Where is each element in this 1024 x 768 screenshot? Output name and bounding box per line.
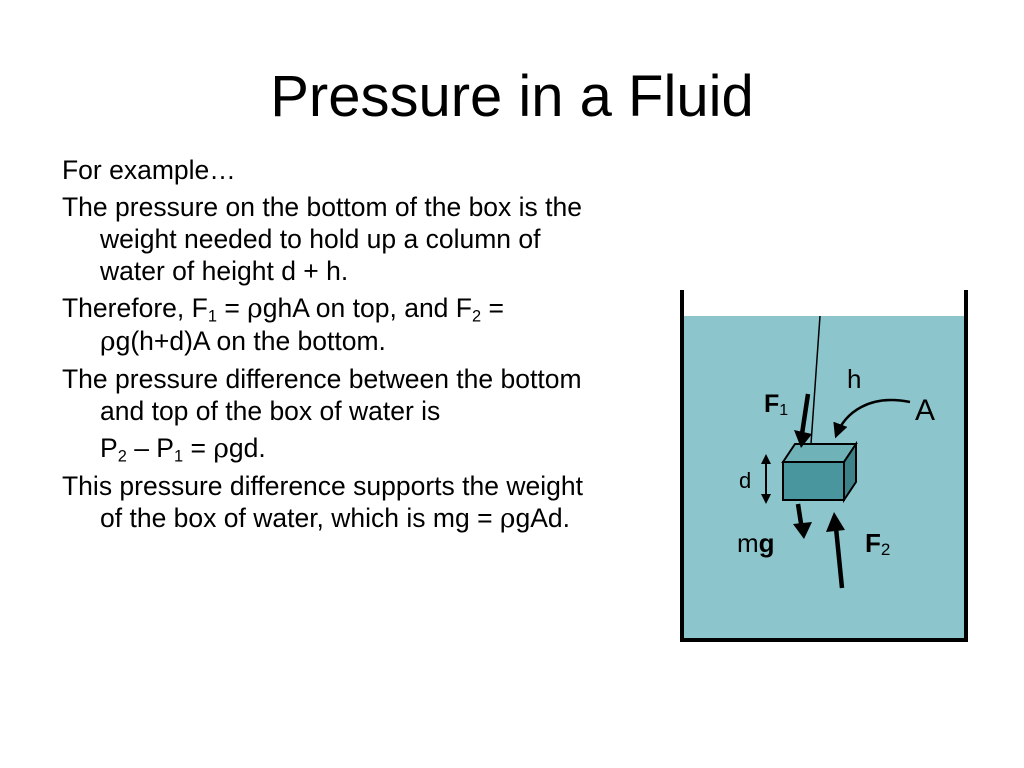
- f1-arrow: [799, 393, 811, 435]
- label-mg: mg: [737, 528, 775, 559]
- d-arrowhead-top: [761, 454, 771, 464]
- subscript-2: 2: [471, 307, 482, 326]
- diagram-svg: [680, 290, 968, 642]
- forces-lead: Therefore, F: [62, 293, 208, 323]
- fluid-box-diagram: h A d F1 mg F2: [660, 282, 990, 652]
- rho-symbol: ρ: [499, 503, 516, 534]
- paragraph-weight: This pressure difference supports the we…: [62, 470, 602, 535]
- forces-top-text: ghA on top, and F: [262, 293, 472, 323]
- forces-bottom-text: g(h+d)A on the bottom.: [115, 326, 386, 356]
- intro-text: For example…: [62, 155, 236, 185]
- label-mg-g: g: [758, 528, 775, 558]
- eq-minus-p: – P: [126, 433, 174, 463]
- box-front-face: [782, 461, 845, 501]
- label-f2-main: F: [865, 528, 881, 558]
- weight-rest: gAd.: [515, 503, 571, 533]
- weight-text: This pressure difference supports the we…: [62, 471, 583, 533]
- label-f2: F2: [865, 528, 890, 560]
- label-mg-m: m: [737, 528, 759, 558]
- label-A: A: [915, 394, 936, 427]
- slide-title: Pressure in a Fluid: [270, 64, 754, 129]
- rho-symbol: ρ: [213, 433, 229, 464]
- container-walls: [680, 290, 968, 642]
- eq-p: P: [100, 433, 118, 463]
- label-h: h: [847, 364, 862, 394]
- equals-1: =: [216, 293, 248, 323]
- d-arrowhead-bottom: [761, 494, 771, 504]
- f2-arrowhead: [826, 512, 845, 532]
- rho-symbol: ρ: [100, 326, 116, 357]
- f2-arrow: [833, 527, 845, 589]
- label-d: d: [739, 468, 752, 493]
- label-f2-sub: 2: [880, 540, 891, 559]
- label-f1-sub: 1: [779, 402, 789, 419]
- pressure-difference-equation: P2 – P1 = ρgd.: [62, 432, 602, 465]
- area-arrow: [833, 398, 911, 439]
- label-f1-main: F: [764, 390, 780, 418]
- eq-equals: =: [183, 433, 214, 463]
- slide-body: For example… The pressure on the bottom …: [62, 154, 602, 540]
- eq-subscript-2: 2: [117, 447, 127, 466]
- rho-symbol: ρ: [247, 293, 263, 324]
- mg-arrowhead: [793, 522, 812, 539]
- paragraph-forces: Therefore, F1 = ρghA on top, and F2 = ρg…: [62, 292, 602, 358]
- paragraph-bottom-pressure: The pressure on the bottom of the box is…: [62, 192, 582, 286]
- label-f1: F1: [764, 390, 788, 420]
- subscript-1: 1: [207, 307, 217, 326]
- f1-arrowhead: [794, 430, 812, 448]
- eq-rest: gd.: [228, 433, 266, 463]
- equals-2: =: [481, 293, 504, 323]
- paragraph-pressure-difference: The pressure difference between the bott…: [62, 364, 582, 426]
- eq-subscript-1: 1: [173, 447, 184, 466]
